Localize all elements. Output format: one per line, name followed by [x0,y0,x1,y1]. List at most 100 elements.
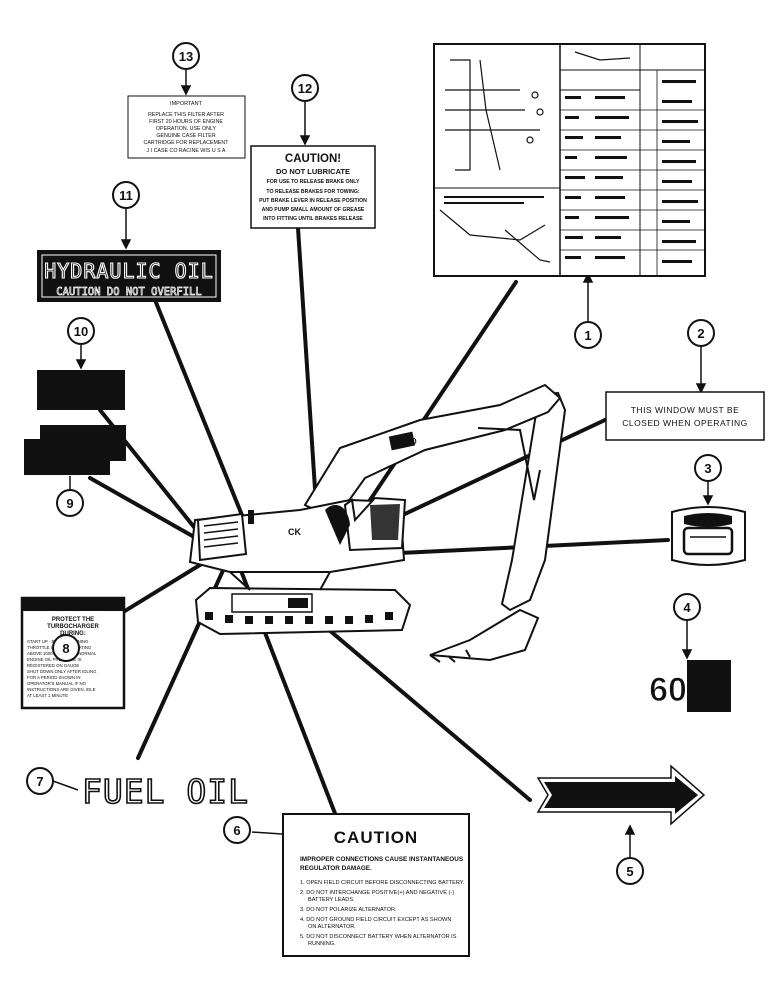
boom-mark-2: CK [288,527,301,537]
decal-2: THIS WINDOW MUST BE CLOSED WHEN OPERATIN… [605,391,765,441]
svg-text:11: 11 [119,188,133,203]
excavator: 980 CK [188,383,567,663]
decal-11-title: HYDRAULIC OIL [44,259,214,283]
decal-6-item: RUNNING. [308,941,336,947]
decal-8-line: OPERATOR'S MANUAL IF NO [27,681,87,686]
svg-text:13: 13 [179,49,193,64]
decal-2-line1: THIS WINDOW MUST BE [631,405,740,415]
decal-6-item: 1. OPEN FIELD CIRCUIT BEFORE DISCONNECTI… [300,880,465,886]
callout-9: 9 [56,489,84,517]
svg-text:8: 8 [62,641,69,656]
decal-13-heading: IMPORTANT [170,101,203,107]
decal-6-item: 2. DO NOT INTERCHANGE POSITIVE(+) AND NE… [300,890,454,896]
decal-7-text: FUEL OIL [82,772,249,811]
svg-text:6: 6 [233,823,240,838]
gauge-window [682,526,734,556]
callout-5: 5 [616,857,644,885]
decal-6-subheading: IMPROPER CONNECTIONS CAUSE INSTANTANEOUS [300,856,464,863]
decal-6-item: BATTERY LEADS. [308,897,355,903]
decal-8-line: FOR A PERIOD SHOWN IN [27,675,80,680]
callout-1: 1 [574,321,602,349]
callouts: 13 12 11 10 9 8 7 6 [26,42,722,885]
svg-text:7: 7 [36,774,43,789]
decal-13: IMPORTANT REPLACE THIS FILTER AFTER FIRS… [127,95,246,159]
callout-13: 13 [172,42,200,70]
decal-5: TRAVEL [536,764,706,826]
decal-3 [671,506,746,566]
leader-12 [296,226,320,537]
decal-8-line: AT LEAST 1 MINUTE [27,693,68,698]
decal-8-line: REGISTERED ON GAUGE [27,663,79,668]
svg-text:3: 3 [704,461,711,476]
decal-9: case [24,425,126,475]
decal-7: FUEL OIL [81,771,249,812]
decal-4-text: 60 [649,671,687,709]
decal-8-subheading: DURING: [60,631,86,637]
svg-text:10: 10 [74,324,88,339]
decal-11: HYDRAULIC OIL CAUTION DO NOT OVERFILL [37,250,221,302]
excavator-boom [303,383,562,522]
decal-8-line: ENGINE OIL PRESSURE IS [27,657,82,662]
callout-4: 4 [673,593,701,621]
decal-2-line2: CLOSED WHEN OPERATING [622,418,748,428]
decal-4: 60 [647,660,731,713]
callout-12: 12 [291,74,319,102]
decal-6-item: 4. DO NOT GROUND FIELD CIRCUIT EXCEPT AS… [300,917,451,923]
decal-1-service-chart [433,43,706,277]
callout-2: 2 [687,319,715,347]
decal-13-line: GENUINE CASE FILTER [156,133,216,139]
svg-text:9: 9 [66,496,73,511]
decal-5-text: TRAVEL [569,786,656,807]
callout-11: 11 [112,181,140,209]
callout-3: 3 [694,454,722,482]
decal-12-line: PUT BRAKE LEVER IN RELEASE POSITION [259,198,367,204]
callout-8: 8 [52,634,80,662]
excavator-stick [500,391,567,612]
decal-9-logo: case [43,437,110,470]
callout-arrows [52,70,714,858]
callout-10: 10 [67,317,95,345]
decal-13-line: REPLACE THIS FILTER AFTER [148,112,224,118]
leader-8 [118,558,210,616]
decal-6-item: 5. DO NOT DISCONNECT BATTERY WHEN ALTERN… [300,934,457,940]
svg-text:2: 2 [697,326,704,341]
svg-text:4: 4 [683,600,691,615]
decal-12-subheading: DO NOT LUBRICATE [276,167,350,176]
boom-mark: 980 [403,436,418,448]
decal-12-line: TO RELEASE BRAKES FOR TOWING: [266,189,359,195]
decal-12-line: AND PUMP SMALL AMOUNT OF GREASE [262,207,365,213]
decal-6-item: 3. DO NOT POLARIZE ALTERNATOR. [300,907,397,913]
decal-11-subtitle: CAUTION DO NOT OVERFILL [56,286,201,298]
decal-6: CAUTION IMPROPER CONNECTIONS CAUSE INSTA… [282,813,470,957]
decal-12-heading: CAUTION! [285,153,341,165]
decal-12-line: FOR USE TO RELEASE BRAKE ONLY [267,179,360,185]
decal-8-line: SHUT DOWN ONLY AFTER IDLING [27,669,97,674]
decal-6-heading: CAUTION [334,828,418,847]
decal-13-line: FIRST 20 HOURS OF ENGINE [149,119,223,125]
decal-13-line: OPERATION. USE ONLY [156,126,217,132]
callout-6: 6 [223,816,251,844]
decal-12: CAUTION! DO NOT LUBRICATE FOR USE TO REL… [250,145,376,229]
decal-8-line: INSTRUCTIONS ARE GIVEN, IDLE [27,687,96,692]
leader-9 [88,476,205,544]
decal-10-text: 980 [58,375,105,406]
decal-13-line: CARTRIDGE FOR REPLACEMENT [144,140,230,146]
decal-6-item: ON ALTERNATOR. [308,924,356,930]
decal-6-subheading: REGULATOR DAMAGE. [300,865,372,872]
excavator-bucket [429,608,540,662]
decal-8-heading: ATTENTION [38,601,108,612]
decal-12-line: INTO FITTING UNTIL BRAKES RELEASE [263,216,363,222]
svg-text:12: 12 [298,81,312,96]
decal-8-subheading: TURBOCHARGER [47,624,99,630]
svg-text:5: 5 [626,864,633,879]
leader-2 [373,418,607,530]
leader-5 [320,622,532,802]
decal-10: 980 [37,370,125,410]
decal-8-subheading: PROTECT THE [52,617,94,623]
svg-text:1: 1 [584,328,591,343]
callout-7: 7 [26,767,54,795]
leader-11 [153,298,252,537]
leader-1 [348,280,518,532]
decal-13-line: J I CASE CO RACINE WIS U S A [147,148,226,154]
